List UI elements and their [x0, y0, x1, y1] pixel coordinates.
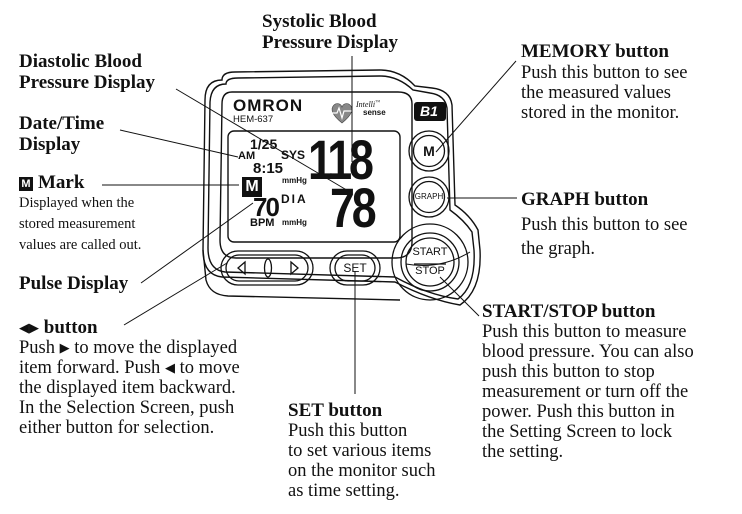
- mark-description: Displayed when the stored measurement va…: [19, 193, 141, 256]
- startstop-desc-line: the Setting Screen to lock: [482, 422, 673, 442]
- leader-memory: [435, 60, 517, 153]
- right-arrow-button[interactable]: [280, 257, 306, 279]
- left-triangle-icon: ◀: [164, 360, 175, 375]
- set-label: SET button: [288, 400, 383, 421]
- mark-title: Mark: [38, 172, 85, 193]
- arrows-desc-line: either button for selection.: [19, 418, 215, 438]
- lcd-screen: [227, 130, 401, 243]
- lcd-time: 8:15: [253, 160, 284, 177]
- left-triangle-icon: ◀: [19, 320, 29, 335]
- mark-icon: M: [19, 177, 33, 191]
- lcd-date: 1/25: [250, 136, 278, 152]
- heart-logo-icon: [330, 103, 354, 124]
- set-desc-line: on the monitor such: [288, 461, 436, 481]
- lcd-diastolic-value: 78: [330, 176, 377, 239]
- arrows-title: button: [43, 317, 98, 338]
- startstop-description: Push this button to measure blood pressu…: [482, 322, 694, 462]
- logo-intelli: Intelli™: [356, 100, 380, 109]
- startstop-desc-line: blood pressure. You can also: [482, 342, 694, 362]
- user-badge: [414, 102, 446, 121]
- startstop-button[interactable]: START STOP: [406, 238, 454, 286]
- startstop-button-art: [391, 223, 469, 301]
- startstop-desc-line: measurement or turn off the: [482, 382, 689, 402]
- diastolic-label-line1: Diastolic Blood: [19, 51, 142, 72]
- startstop-desc-line: push this button to stop: [482, 362, 655, 382]
- startstop-desc-line: Push this button to measure: [482, 322, 687, 342]
- arrows-desc-line: the displayed item backward.: [19, 378, 236, 398]
- text: Push: [19, 338, 60, 358]
- diastolic-label-line2: Pressure Display: [19, 72, 155, 93]
- startstop-desc-line: power. Push this button in: [482, 402, 675, 422]
- leader-lines: [102, 56, 517, 394]
- arrows-desc-line: Push ▶ to move the displayed: [19, 338, 240, 358]
- lcd-pulse-value: 70: [253, 192, 280, 222]
- set-button[interactable]: SET: [343, 261, 367, 275]
- memory-button-art: [408, 130, 450, 172]
- memory-button[interactable]: M: [423, 143, 435, 159]
- datetime-label-line2: Display: [19, 134, 81, 155]
- leader-startstop: [439, 276, 480, 317]
- mark-label: M Mark: [19, 172, 84, 193]
- lcd-dia-label: DIA: [281, 192, 308, 206]
- systolic-label: Systolic Blood Pressure Display: [262, 11, 398, 53]
- left-arrow-button[interactable]: [230, 257, 256, 279]
- graph-desc-line: the graph.: [521, 239, 595, 259]
- logo-tm: ™: [375, 100, 381, 106]
- start-label: START: [412, 246, 448, 258]
- mark-desc-line: values are called out.: [19, 237, 142, 253]
- arrow-buttons-art: [220, 250, 314, 286]
- mark-desc-line: stored measurement: [19, 216, 136, 232]
- memory-desc-line: Push this button to see: [521, 63, 688, 83]
- mark-desc-line: Displayed when the: [19, 195, 135, 211]
- text: to move: [174, 358, 240, 378]
- set-desc-line: Push this button: [288, 421, 408, 441]
- diastolic-label: Diastolic Blood Pressure Display: [19, 51, 155, 93]
- lcd-pulse-unit: BPM: [250, 217, 275, 229]
- logo-sense: sense: [363, 108, 386, 117]
- memory-label: MEMORY button: [521, 41, 669, 62]
- systolic-label-line1: Systolic Blood: [262, 11, 377, 32]
- leader-datetime: [119, 129, 239, 158]
- text: to move the displayed: [69, 338, 238, 358]
- arrows-desc-line: item forward. Push ◀ to move: [19, 358, 240, 378]
- right-triangle-icon: ▶: [29, 320, 39, 335]
- brand-name: OMRON: [233, 96, 304, 115]
- pulse-label: Pulse Display: [19, 273, 129, 294]
- arrows-label: ◀▶ button: [19, 317, 98, 338]
- graph-button-art: [408, 176, 450, 218]
- right-triangle-icon: ▶: [59, 340, 70, 355]
- model-number: HEM-637: [233, 114, 274, 125]
- graph-desc-line: Push this button to see: [521, 215, 688, 235]
- graph-button[interactable]: GRAPH: [414, 192, 444, 201]
- lcd-memory-mark: M: [242, 177, 262, 197]
- datetime-label-line1: Date/Time: [19, 113, 105, 134]
- arrows-desc-line: In the Selection Screen, push: [19, 398, 235, 418]
- graph-label: GRAPH button: [521, 189, 649, 210]
- startstop-desc-line: the setting.: [482, 442, 564, 462]
- lcd-dia-unit: mmHg: [282, 218, 307, 227]
- datetime-label: Date/Time Display: [19, 113, 104, 155]
- memory-desc-line: the measured values: [521, 83, 671, 103]
- set-desc-line: to set various items: [288, 441, 432, 461]
- graph-description: Push this button to see the graph.: [521, 213, 688, 261]
- lcd-systolic-value: 118: [308, 128, 374, 191]
- lcd-sys-label: SYS: [281, 148, 306, 162]
- logo-line1: Intelli: [356, 100, 376, 109]
- systolic-label-line2: Pressure Display: [262, 32, 398, 53]
- arrows-description: Push ▶ to move the displayed item forwar…: [19, 338, 240, 438]
- lcd-ampm: AM: [238, 150, 256, 162]
- startstop-label: START/STOP button: [482, 301, 656, 322]
- leader-arrows: [123, 262, 228, 326]
- set-description: Push this button to set various items on…: [288, 421, 435, 501]
- leader-pulse: [140, 202, 254, 284]
- memory-desc-line: stored in the monitor.: [521, 103, 680, 123]
- leader-diastolic: [175, 88, 351, 193]
- memory-description: Push this button to see the measured val…: [521, 63, 688, 123]
- set-desc-line: as time setting.: [288, 481, 400, 501]
- text: item forward. Push: [19, 358, 165, 378]
- lcd-sys-unit: mmHg: [282, 176, 307, 185]
- stop-label: STOP: [415, 265, 445, 277]
- user-badge-label: B1: [420, 103, 438, 119]
